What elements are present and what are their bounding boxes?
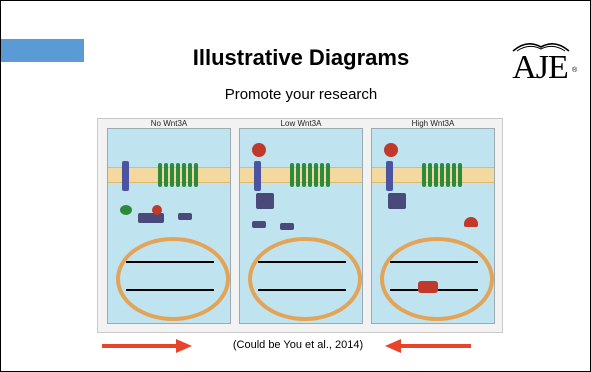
phosphate-marker bbox=[152, 205, 162, 215]
wnt3a-ligand bbox=[384, 143, 398, 157]
lrp-receptor bbox=[122, 161, 129, 191]
frizzled-receptor bbox=[182, 163, 186, 187]
frizzled-receptor bbox=[164, 163, 168, 187]
panel-low-wnt3a bbox=[239, 128, 363, 324]
frizzled-receptor bbox=[194, 163, 198, 187]
aje-logo: AJE ® bbox=[509, 37, 589, 87]
logo-text: AJE bbox=[512, 49, 569, 86]
frizzled-receptor bbox=[440, 163, 444, 187]
nucleus bbox=[116, 237, 230, 321]
transcription-complex bbox=[418, 281, 438, 293]
frizzled-receptor bbox=[302, 163, 306, 187]
frizzled-receptor bbox=[296, 163, 300, 187]
lrp-receptor bbox=[386, 161, 393, 191]
wnt-signaling-figure: No Wnt3A Low Wnt3A bbox=[97, 118, 503, 333]
arrow-right-icon bbox=[102, 339, 192, 353]
beta-catenin bbox=[252, 221, 266, 228]
cell-membrane bbox=[108, 167, 230, 183]
frizzled-receptor bbox=[458, 163, 462, 187]
dvl-protein bbox=[256, 193, 274, 209]
panel-label-no-wnt3a: No Wnt3A bbox=[150, 119, 188, 128]
dvl-protein bbox=[388, 193, 406, 209]
panel-no-wnt3a bbox=[107, 128, 231, 324]
figure-caption: (Could be You et al., 2014) bbox=[232, 339, 364, 351]
beta-catenin bbox=[138, 213, 164, 223]
frizzled-receptor bbox=[314, 163, 318, 187]
dna-strand bbox=[126, 261, 214, 263]
frizzled-receptor bbox=[176, 163, 180, 187]
arrow-left-icon bbox=[385, 339, 471, 353]
frizzled-receptor bbox=[434, 163, 438, 187]
panel-label-high-wnt3a: High Wnt3A bbox=[411, 119, 455, 128]
cell-membrane bbox=[372, 167, 494, 183]
frizzled-receptor bbox=[428, 163, 432, 187]
cell-membrane bbox=[240, 167, 362, 183]
lrp-receptor bbox=[254, 161, 261, 191]
beta-catenin bbox=[280, 223, 294, 230]
frizzled-receptor bbox=[452, 163, 456, 187]
frizzled-receptor bbox=[290, 163, 294, 187]
accent-bar bbox=[1, 39, 84, 62]
slide-title: Illustrative Diagrams bbox=[192, 45, 410, 70]
frizzled-receptor bbox=[188, 163, 192, 187]
frizzled-receptor bbox=[320, 163, 324, 187]
panel-label-low-wnt3a: Low Wnt3A bbox=[280, 119, 322, 128]
tcf-protein bbox=[464, 217, 478, 227]
destruction-complex bbox=[120, 205, 132, 215]
frizzled-receptor bbox=[308, 163, 312, 187]
dna-strand bbox=[126, 289, 214, 291]
dna-strand bbox=[390, 261, 478, 263]
panel-high-wnt3a bbox=[371, 128, 495, 324]
beta-catenin bbox=[178, 213, 192, 220]
frizzled-receptor bbox=[170, 163, 174, 187]
slide-subtitle: Promote your research bbox=[224, 86, 378, 103]
frizzled-receptor bbox=[422, 163, 426, 187]
frizzled-receptor bbox=[158, 163, 162, 187]
dna-strand bbox=[258, 289, 346, 291]
book-icon bbox=[512, 43, 570, 52]
nucleus bbox=[248, 237, 362, 321]
logo-reg-mark: ® bbox=[572, 67, 578, 74]
frizzled-receptor bbox=[326, 163, 330, 187]
dna-strand bbox=[258, 261, 346, 263]
frizzled-receptor bbox=[446, 163, 450, 187]
nucleus bbox=[380, 237, 494, 321]
wnt3a-ligand bbox=[252, 143, 266, 157]
